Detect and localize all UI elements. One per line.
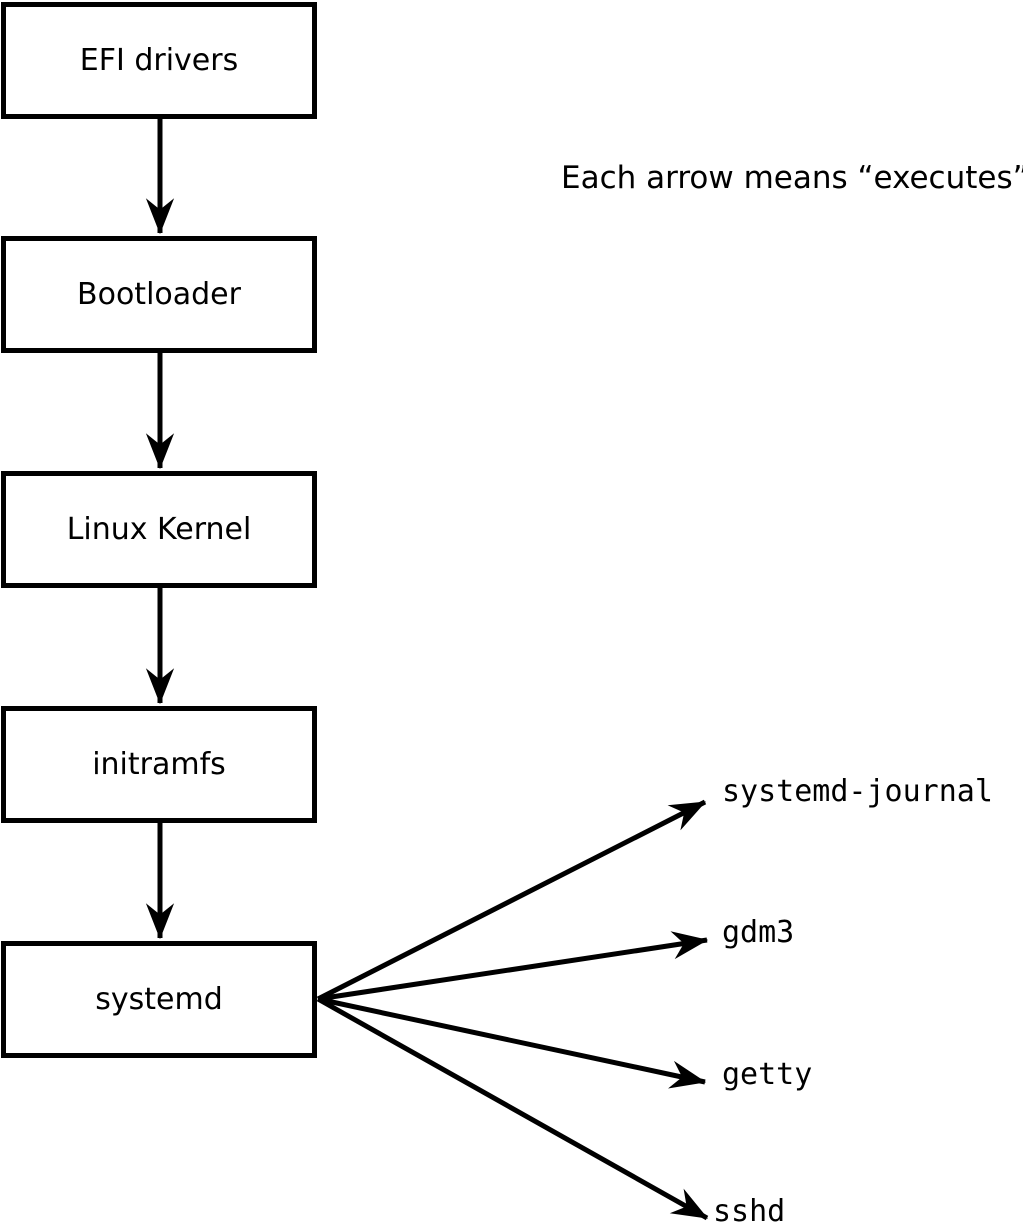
legend-note: Each arrow means “executes”. bbox=[561, 160, 1023, 196]
process-label-sshd: sshd bbox=[713, 1194, 786, 1229]
flow-box-initramfs: initramfs bbox=[1, 706, 317, 823]
executes-arrow-systemd-to-getty bbox=[317, 996, 707, 1089]
executes-arrow-systemd-to-gdm3 bbox=[317, 931, 709, 1002]
flow-box-label: initramfs bbox=[92, 746, 226, 782]
flow-box-label: systemd bbox=[95, 981, 223, 1017]
flow-box-systemd: systemd bbox=[1, 941, 317, 1058]
flow-box-linux-kernel: Linux Kernel bbox=[1, 471, 317, 588]
executes-arrow-systemd-to-sshd bbox=[316, 996, 709, 1221]
process-label-systemd-journal: systemd-journal bbox=[722, 774, 993, 809]
process-label-getty: getty bbox=[722, 1057, 813, 1092]
flow-box-label: Linux Kernel bbox=[66, 511, 252, 547]
flow-box-label: EFI drivers bbox=[79, 42, 239, 78]
flow-box-bootloader: Bootloader bbox=[1, 236, 317, 353]
flow-box-efi-drivers: EFI drivers bbox=[1, 2, 317, 119]
flow-box-label: Bootloader bbox=[77, 276, 241, 312]
process-label-gdm3: gdm3 bbox=[722, 915, 795, 950]
executes-arrow-systemd-to-journal bbox=[316, 799, 707, 1002]
